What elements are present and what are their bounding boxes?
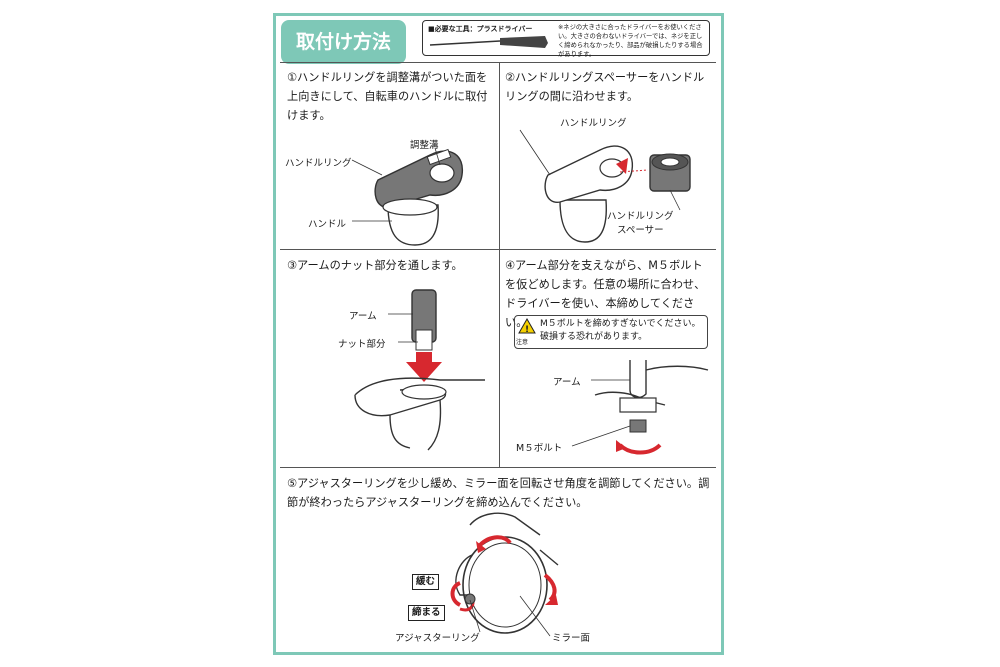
title-banner: 取付け方法 (281, 20, 406, 64)
label-arm-2: アーム (553, 377, 581, 388)
label-spacer-1: ハンドルリング (607, 211, 674, 222)
label-spacer-2: スペーサー (617, 225, 664, 236)
warning-box (514, 315, 708, 349)
step-2-illustration (519, 129, 691, 243)
label-handle: ハンドル (308, 219, 347, 230)
tool-info-box (422, 20, 710, 56)
divider (280, 467, 716, 468)
warning-sub: 注意 (516, 339, 529, 346)
label-tighten: 締まる (408, 605, 445, 621)
label-loosen: 緩む (412, 574, 440, 590)
label-m5-bolt: M５ボルト (516, 443, 563, 454)
label-nut: ナット部分 (338, 339, 386, 350)
step-5-text: ⑤アジャスターリングを少し緩め、ミラー面を回転させ角度を調節してください。調節が… (287, 477, 710, 509)
tool-label: ■必要な工具：プラスドライバー (428, 25, 533, 33)
step-1-leader-lines (351, 147, 441, 222)
divider (280, 62, 716, 63)
svg-text:!: ! (525, 325, 529, 335)
label-handle-ring-2: ハンドルリング (560, 118, 627, 129)
step-4-text: ④アーム部分を支えながら、M５ボルトを仮どめします。任意の場所に合わせ、ドライバ… (505, 259, 706, 329)
label-adjuster-ring: アジャスターリング (395, 633, 480, 644)
step-1-illustration (374, 148, 464, 246)
warning-icon: ! (518, 317, 536, 335)
step-3-illustration (354, 289, 485, 451)
label-mirror-surface: ミラー面 (552, 633, 591, 644)
step-5-leader-lines (469, 595, 551, 637)
step-4-illustration (594, 360, 709, 455)
page-title: 取付け方法 (295, 31, 391, 53)
divider (280, 249, 716, 250)
step-5-illustration (450, 512, 559, 634)
label-adjust-groove: 調整溝 (410, 140, 439, 151)
tool-note: ※ネジの大きさに合ったドライバーをお使いください。大きさの合わないドライバーでは… (558, 24, 703, 58)
step-2-text: ②ハンドルリングスペーサーをハンドルリングの間に沿わせます。 (505, 71, 705, 103)
step-1-text: ①ハンドルリングを調整溝がついた面を上向きにして、自転車のハンドルに取付けます。 (287, 71, 488, 122)
screwdriver-icon (429, 36, 548, 48)
divider (499, 62, 500, 467)
warning-text: M５ボルトを締めすぎないでください。破損する恐れがあります。 (540, 319, 701, 342)
step-3-text: ③アームのナット部分を通します。 (287, 259, 463, 272)
label-handle-ring: ハンドルリング (285, 158, 352, 169)
label-arm: アーム (349, 311, 377, 322)
step-4-leader-lines (571, 379, 631, 447)
step-3-leader-lines (388, 313, 418, 343)
